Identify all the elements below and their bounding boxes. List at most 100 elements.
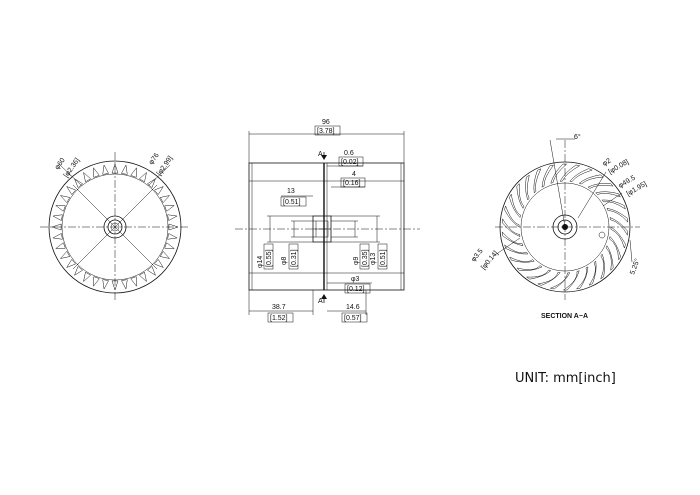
hub-diameter-box <box>377 243 388 270</box>
section-blade <box>587 182 614 189</box>
front-view: φ60 [φ2.36] φ76 [φ2.99] <box>40 152 190 302</box>
leader-hub-bore <box>577 171 607 219</box>
hub-length-mm: 4 <box>352 171 356 178</box>
front-blade <box>164 242 175 249</box>
shaft-bore-box <box>359 243 370 270</box>
section-blade <box>562 270 580 291</box>
front-blade <box>102 279 109 290</box>
section-blade <box>549 272 571 290</box>
section-blade <box>516 182 525 209</box>
section-blade <box>601 199 626 210</box>
right-length-mm: 14.6 <box>346 304 360 311</box>
section-blade <box>575 266 589 290</box>
section-blade <box>610 226 626 249</box>
hub-diameter-inch: [0.51] <box>380 249 387 267</box>
front-blade <box>153 258 164 269</box>
disc-thickness-inch: [0.02] <box>341 159 359 166</box>
wheel-body-outline <box>248 162 405 291</box>
leader-blade-circle <box>602 192 623 207</box>
front-blade <box>146 265 157 276</box>
shaft-bore-inch: [0.35] <box>362 249 369 267</box>
right-length-box <box>341 312 368 323</box>
bore-outer-inch: [0.55] <box>266 249 273 267</box>
section-blades <box>501 163 629 291</box>
overall-width-inch: [3.78] <box>317 128 335 135</box>
front-blade <box>130 276 137 287</box>
section-blade <box>504 205 520 228</box>
section-blade <box>605 245 614 272</box>
angle-small-arc <box>629 239 633 263</box>
section-blade <box>595 191 621 198</box>
front-blade <box>83 171 92 183</box>
bore-mid-inch: [0.31] <box>291 249 298 267</box>
section-view: 6° φ2 [φ0.08] φ49.5 [φ1.95] φ3.5 [φ0.14]… <box>470 133 648 320</box>
shaft-mm: φ3 <box>351 276 360 283</box>
hub-offset-inch: [0.51] <box>283 199 301 206</box>
blade-angle-label: 6° <box>574 133 581 141</box>
front-blade <box>102 164 109 175</box>
section-blade <box>501 218 521 237</box>
front-blade <box>66 185 77 196</box>
front-blade <box>73 265 84 276</box>
overall-width-box <box>314 125 341 136</box>
front-blade <box>59 195 71 204</box>
shaft-box <box>344 283 371 294</box>
front-blade <box>167 214 178 221</box>
section-blade <box>509 256 535 263</box>
section-label-top: A <box>318 151 323 158</box>
unit-label: UNIT: mm[inch] <box>515 371 616 386</box>
section-blade <box>509 193 521 218</box>
section-blade <box>588 260 597 286</box>
front-blade <box>121 164 128 175</box>
front-blade <box>130 167 137 178</box>
front-blade <box>59 250 71 259</box>
front-blade <box>121 279 128 290</box>
balance-hole <box>598 231 606 239</box>
hub-offset-box <box>280 196 307 207</box>
bore-mid-box <box>288 243 299 270</box>
front-blade <box>73 178 84 189</box>
section-arrow-top <box>321 155 327 160</box>
disc-thickness-mm: 0.6 <box>344 150 354 157</box>
hub-length-inch: [0.16] <box>343 180 361 187</box>
left-length-mm: 38.7 <box>272 304 286 311</box>
front-diag-b <box>72 184 158 270</box>
front-blade <box>159 250 171 259</box>
section-blade <box>609 236 621 261</box>
section-blade <box>525 174 530 201</box>
front-blade <box>83 271 92 283</box>
section-blade <box>516 265 543 272</box>
front-blade <box>52 214 63 221</box>
front-blade <box>66 258 77 269</box>
overall-width-mm: 96 <box>322 119 330 126</box>
side-view: A A 96 [3.78] 0.6 [0.02] 4 [0.16] 13 [0.… <box>235 119 420 323</box>
front-blade <box>153 185 164 196</box>
hub-bore-mm: φ2 <box>602 157 613 167</box>
front-blade <box>159 195 171 204</box>
section-blade <box>550 163 568 184</box>
section-blade <box>541 164 555 188</box>
section-blade <box>559 164 581 182</box>
section-arrow-bottom <box>321 294 327 299</box>
front-blade <box>55 205 66 212</box>
section-blade <box>578 174 605 185</box>
front-blade <box>93 167 100 178</box>
section-blade <box>609 217 629 237</box>
section-blade <box>533 168 542 194</box>
section-blade <box>606 207 629 223</box>
section-blade <box>600 253 605 280</box>
left-length-inch: [1.52] <box>270 315 288 322</box>
front-blade <box>52 233 63 240</box>
angle-small-label: 5.25° <box>628 257 641 275</box>
hub-offset-mm: 13 <box>287 188 295 195</box>
front-blade <box>138 171 147 183</box>
leader-hole <box>494 237 521 256</box>
section-blade <box>504 244 529 255</box>
leader-inner-diameter <box>59 164 83 187</box>
inner-diameter-mm: φ60 <box>54 157 67 171</box>
outer-diameter-mm: φ76 <box>148 152 161 166</box>
front-blade <box>93 276 100 287</box>
hole-mm: φ3.5 <box>470 248 485 264</box>
bore-mid-mm: φ8 <box>281 256 288 265</box>
